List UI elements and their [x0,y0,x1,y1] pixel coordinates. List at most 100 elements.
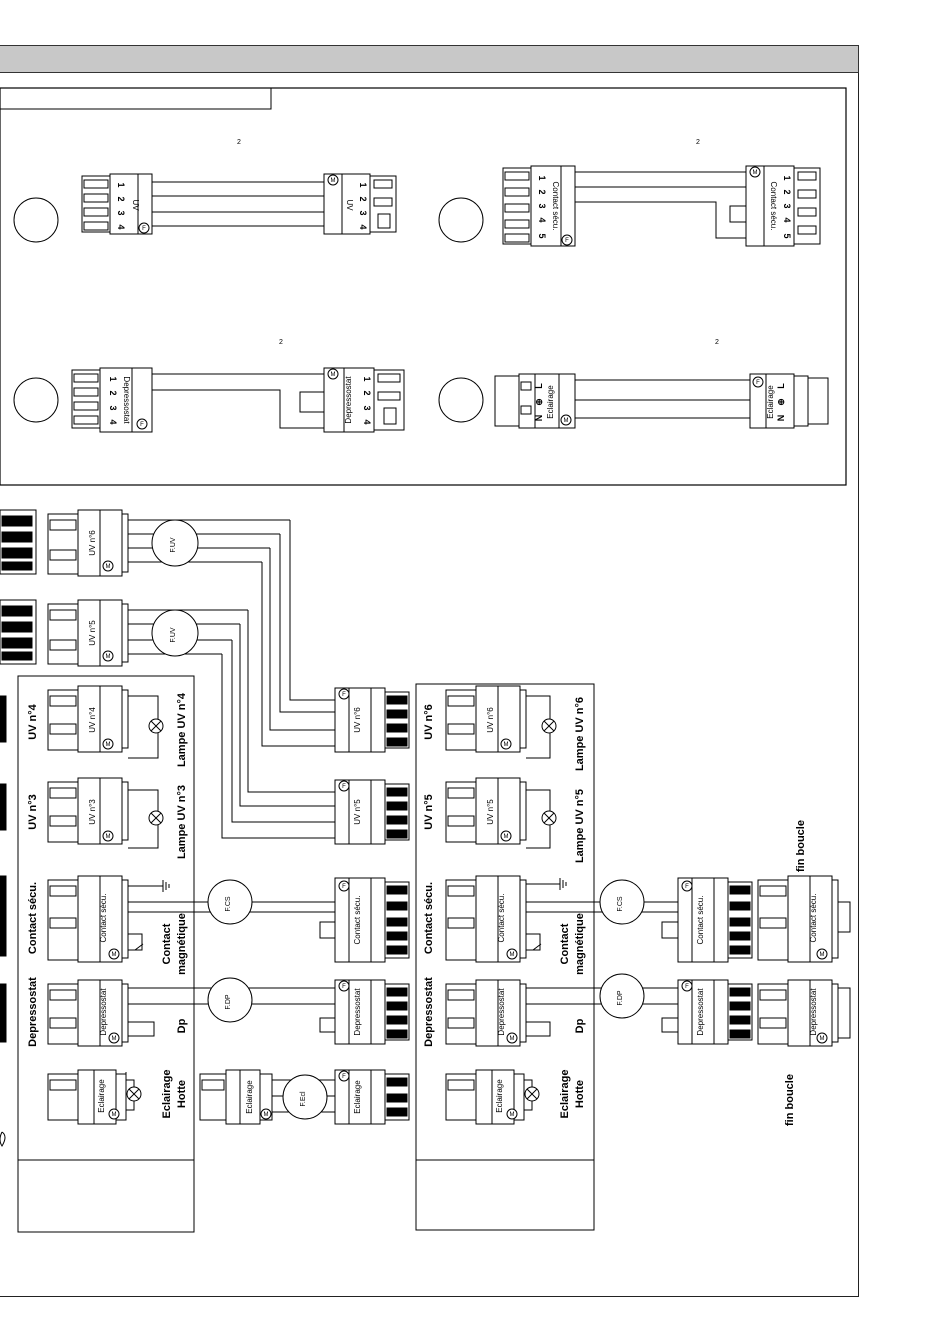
contact-cable-drawing [502,165,821,247]
fuse-fdp-label: F.DP [617,990,624,1006]
detail-panel [0,87,847,486]
svg-text:M: M [106,742,111,748]
ecl-conn-label: Eclairage [97,1079,106,1113]
uv5-conn-label: UV n°5 [486,799,495,825]
svg-text:M: M [112,1112,117,1118]
svg-text:1: 1 [537,175,547,180]
svg-text:N: N [776,415,786,422]
uv6-mid-connector [334,687,410,753]
svg-text:M: M [820,1036,825,1042]
right-fuse-marks [681,880,828,1044]
group-a-lampe3: Lampe UV n°3 [176,785,188,859]
detail-marker-circle [13,197,59,243]
svg-text:4: 4 [782,217,792,222]
group-a-motor-letters: MM MM M [106,742,117,1118]
uv-cable-label: UV [131,199,140,211]
motor-letter: M [753,170,758,176]
right-fuse-letters: FF MM [685,884,824,1042]
svg-text:M: M [820,952,825,958]
cable-note: 2 [237,139,241,146]
svg-text:2: 2 [108,390,118,395]
group-b-dep: Depressostat [423,977,435,1047]
group-a-contact: Contact sécu. [27,882,39,954]
group-a-labels: UV n°4 UV n°3 Contact sécu. Depressostat… [27,692,188,1118]
uv-trunk-wires [221,520,335,839]
contact-conn-label: Contact sécu. [99,894,108,943]
fuse-mark [561,234,573,246]
mid-connectors [199,877,410,1125]
uv-cable-drawing [81,173,397,235]
contact-cable-label: Contact sécu. [551,182,560,231]
svg-text:M: M [504,834,509,840]
svg-text:2: 2 [782,189,792,194]
svg-text:4: 4 [116,224,126,229]
fuse-letter: F [140,422,144,428]
group-a-box [17,675,195,1233]
svg-text:L: L [534,383,544,389]
header-bar [0,45,859,73]
right-connectors [661,875,851,1047]
group-b-contact-mag-2: magnétique [574,913,586,975]
fuse-letter: F [756,380,760,386]
mid-dep-label: Depressostat [353,988,362,1036]
uv-cable-label: UV [345,199,354,211]
group-a-contact-mag-2: magnétique [176,913,188,975]
svg-text:M: M [510,952,515,958]
group-b-uv6: UV n°6 [423,704,435,740]
ecl-cable-pins: L ⊕ N L ⊕ N [534,383,786,422]
group-b-lampe5: Lampe UV n°5 [574,789,586,863]
svg-text:1: 1 [362,376,372,381]
svg-text:M: M [112,1036,117,1042]
lamp-eclairage-icon [126,1086,142,1102]
detail-marker-circle [438,197,484,243]
motor-mark [327,368,339,380]
group-a-contact-mag-1: Contact [161,923,173,964]
dep-cable-drawing [71,367,405,433]
fuse-mark [338,780,350,792]
group-a-uv3: UV n°3 [27,794,39,830]
group-b-contact: Contact sécu. [423,882,435,954]
svg-text:2: 2 [362,390,372,395]
uv5-top-connector [47,599,248,667]
group-a-uv4: UV n°4 [27,703,39,739]
motor-letter: M [106,654,111,660]
dep-cable-label: Depressostat [122,376,131,424]
group-a-ecl-1: Eclairage [161,1070,173,1119]
svg-text:M: M [504,742,509,748]
group-a-ecl-2: Hotte [176,1080,188,1108]
fuse-mark [136,418,148,430]
svg-text:4: 4 [108,419,118,424]
fin-contact-label: Contact sécu. [809,894,818,943]
svg-text:1: 1 [782,175,792,180]
uv6-top-connector [47,509,290,577]
svg-text:4: 4 [537,217,547,222]
fuse-letter: F [342,692,346,698]
fuse-fuv-label: F.UV [170,627,177,643]
group-b-contact-mag-1: Contact [559,923,571,964]
fuse-fcs-1 [207,879,253,925]
detail-marker-circle [13,377,59,423]
mid-fuse-marks [260,880,350,1120]
ground-icon [154,879,170,893]
svg-text:3: 3 [108,405,118,410]
motor-mark [327,174,339,186]
ground-b-icon [551,877,567,891]
svg-text:5: 5 [782,233,792,238]
fuse-mark [138,222,150,234]
fin-dep-label: Depressostat [809,988,818,1036]
contact-cable-pins: 1 2 3 4 5 1 2 3 4 5 [537,175,792,238]
fuse-mark [752,376,764,388]
motor-letter: M [106,564,111,570]
group-b-uv5: UV n°5 [423,794,435,830]
fuse-fdp-label: F.DP [225,994,232,1010]
uv5-top-label: UV n°5 [88,620,97,646]
dep-cable-label: Depressostat [344,376,353,424]
svg-text:N: N [534,415,544,422]
group-a-dep: Depressostat [27,977,39,1047]
svg-text:4: 4 [358,224,368,229]
cable-note: 2 [715,339,719,346]
motor-letter: M [564,418,569,424]
fuse-fdp-1 [207,977,253,1023]
uv4-conn-label: UV n°4 [88,707,97,733]
lamp-eclairage-b-icon [524,1086,540,1102]
